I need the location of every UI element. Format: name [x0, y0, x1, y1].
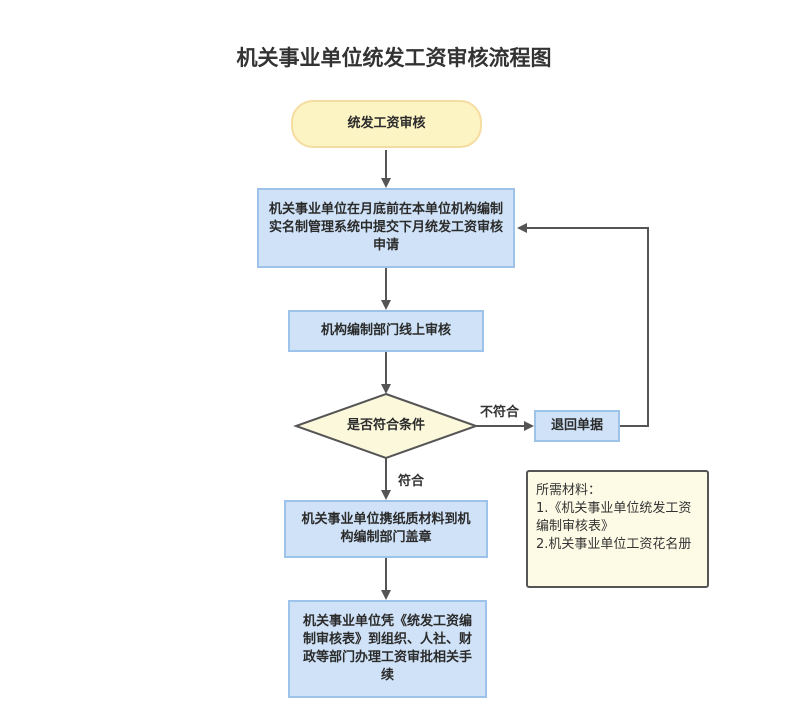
- final-node: 机关事业单位凭《统发工资编制审核表》到组织、人社、财政等部门办理工资审批相关手续: [288, 600, 487, 698]
- stamp-node: 机关事业单位携纸质材料到机构编制部门盖章: [284, 500, 488, 558]
- ok-edge-label: 符合: [398, 474, 425, 489]
- decision-node: 是否符合条件: [316, 412, 456, 440]
- return-node: 退回单据: [534, 410, 620, 442]
- final-label: 机关事业单位凭《统发工资编制审核表》到组织、人社、财政等部门办理工资审批相关手续: [302, 614, 472, 683]
- note-item: 2.机关事业单位工资花名册: [536, 537, 692, 552]
- note-heading: 所需材料：: [536, 483, 602, 498]
- start-node: 统发工资审核: [291, 100, 482, 148]
- decision-label: 是否符合条件: [346, 418, 425, 433]
- not-ok-edge-label: 不符合: [480, 405, 520, 420]
- online-review-node: 机构编制部门线上审核: [288, 310, 484, 352]
- note-item: 1.《机关事业单位统发工资编制审核表》: [536, 501, 692, 534]
- materials-note: 所需材料： 1.《机关事业单位统发工资编制审核表》 2.机关事业单位工资花名册: [526, 470, 709, 588]
- arrow-return-to-submit: [517, 223, 649, 427]
- online-review-label: 机构编制部门线上审核: [320, 323, 451, 338]
- return-label: 退回单据: [550, 418, 603, 433]
- start-node-label: 统发工资审核: [347, 116, 426, 131]
- submit-application-node: 机关事业单位在月底前在本单位机构编制实名制管理系统中提交下月统发工资审核申请: [257, 188, 515, 268]
- submit-application-label: 机关事业单位在月底前在本单位机构编制实名制管理系统中提交下月统发工资审核申请: [269, 202, 504, 253]
- stamp-label: 机关事业单位携纸质材料到机构编制部门盖章: [301, 512, 471, 545]
- page-title: 机关事业单位统发工资审核流程图: [236, 46, 552, 70]
- decision-diamond: [293, 392, 479, 460]
